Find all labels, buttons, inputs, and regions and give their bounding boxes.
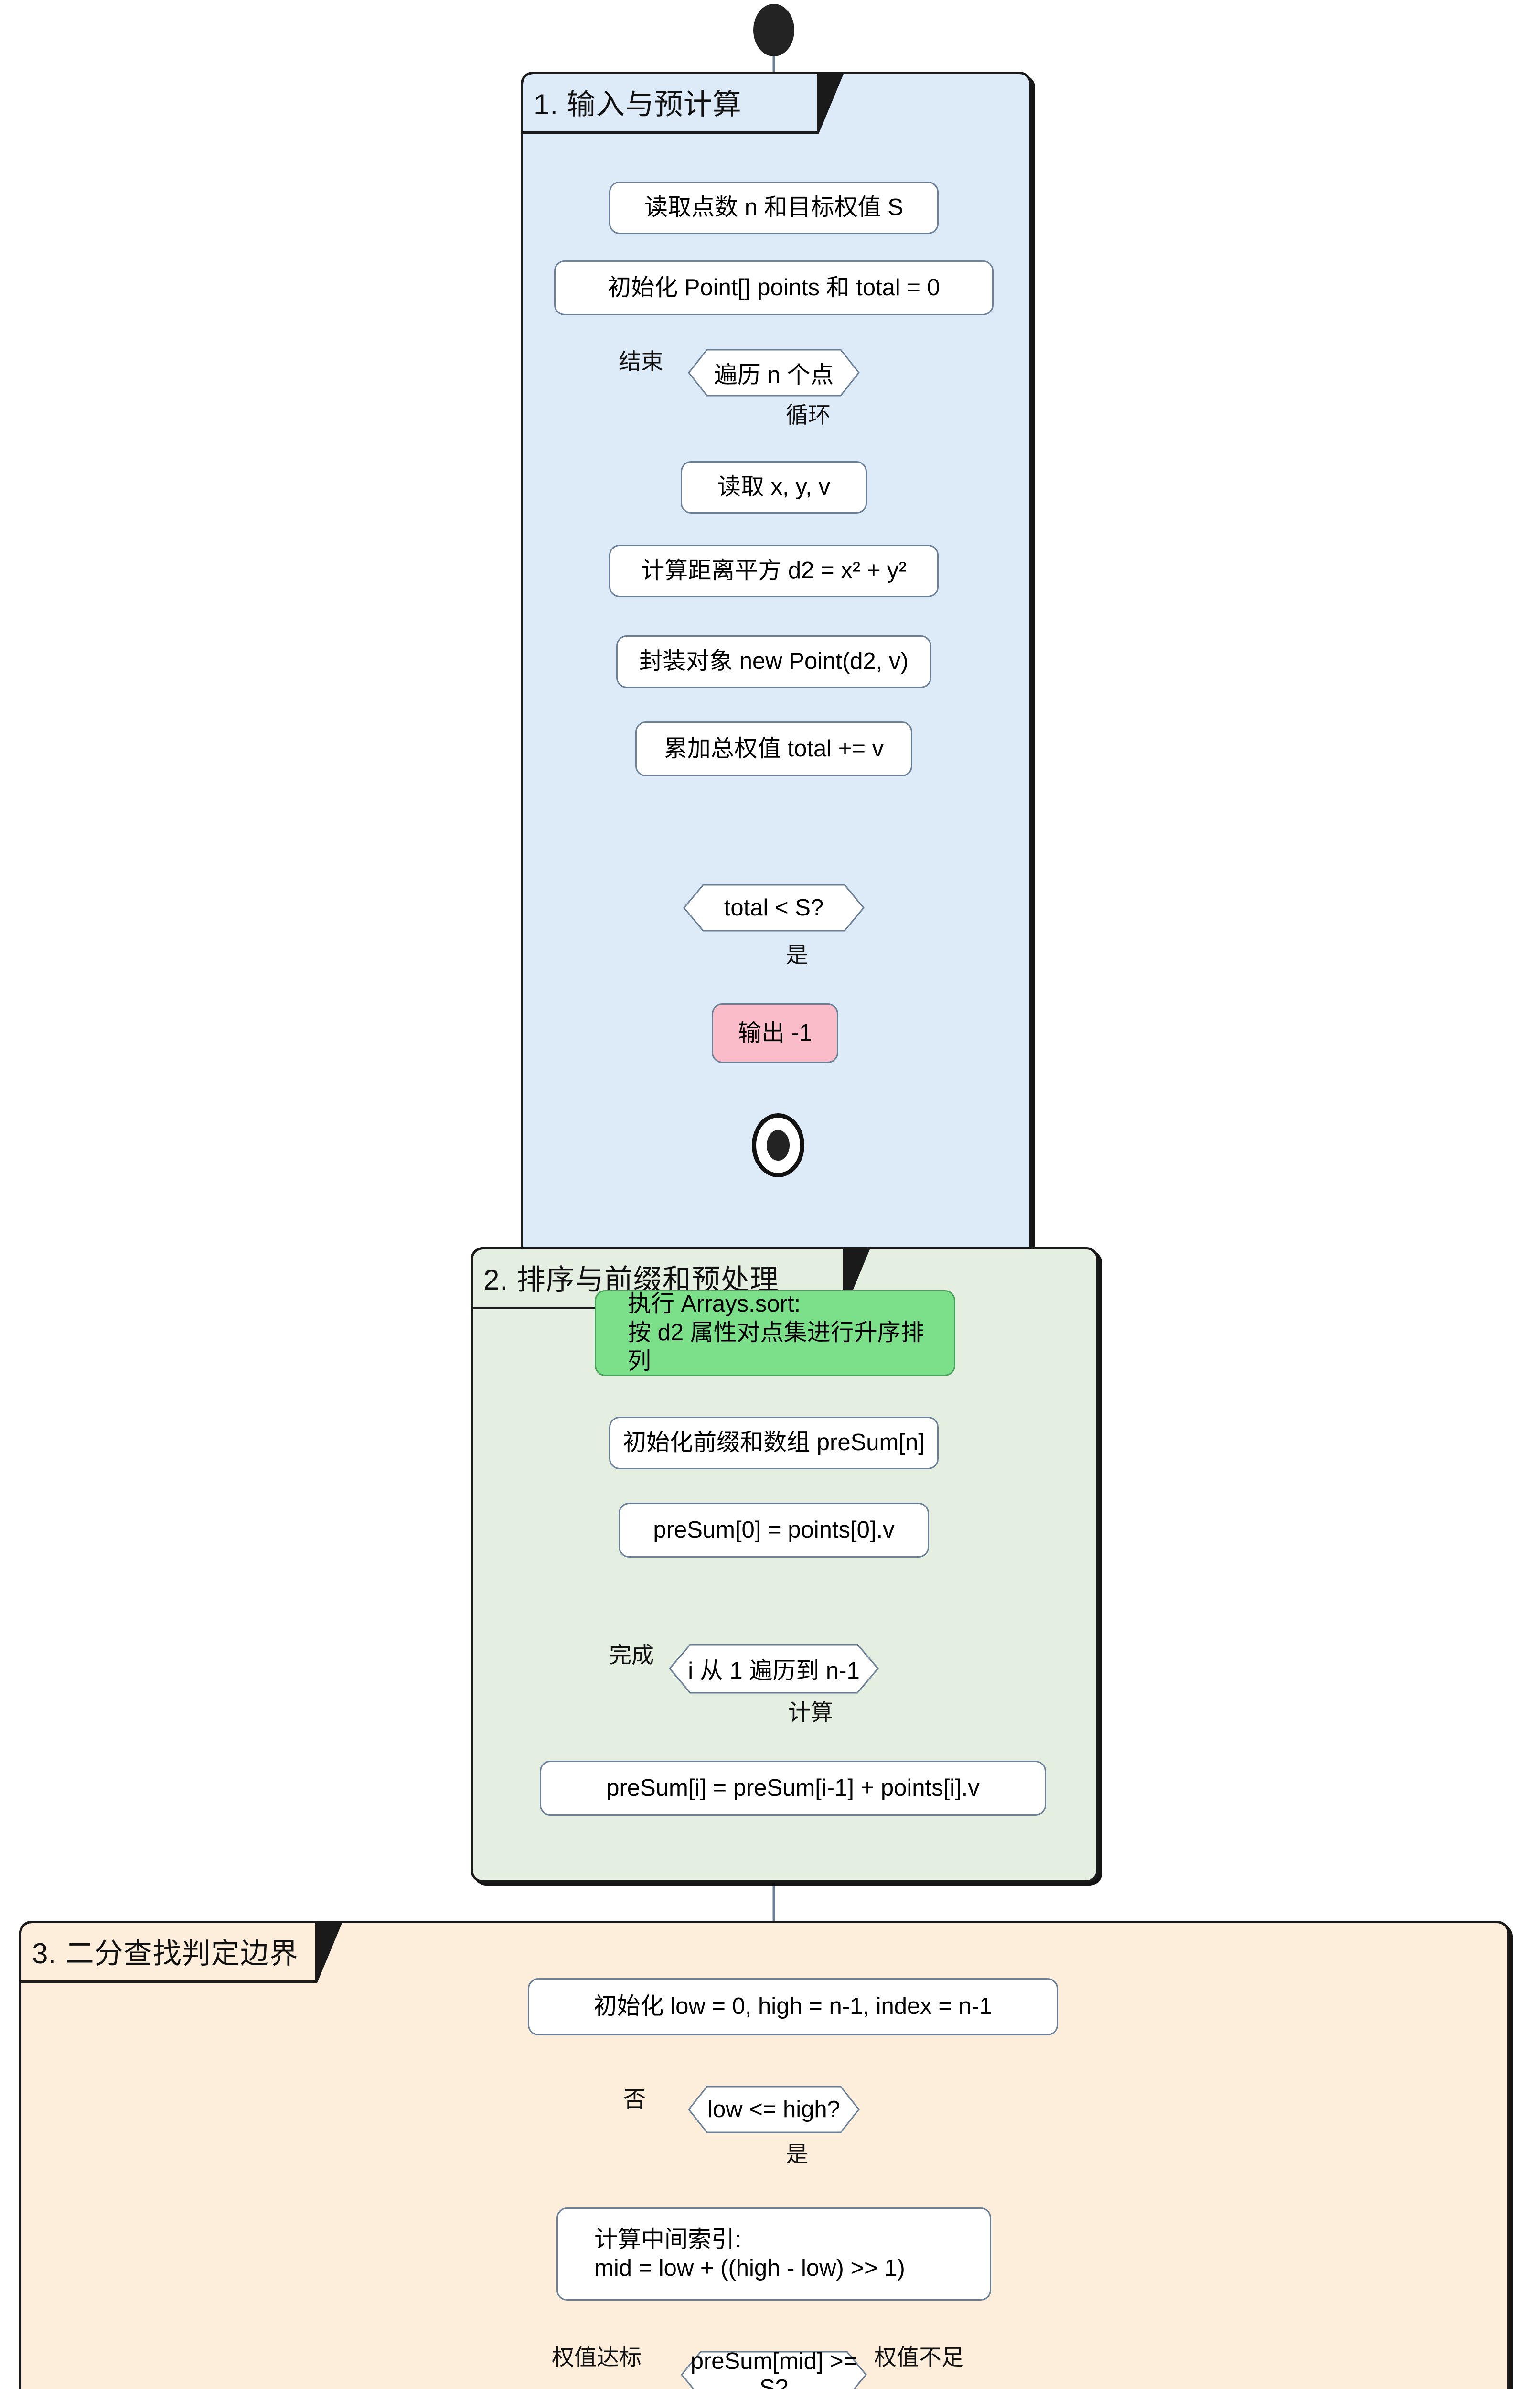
node-init-low-high-index: 初始化 low = 0, high = n-1, index = n-1 <box>528 1978 1058 2035</box>
edge-label-yes-binary: 是 <box>786 2141 808 2167</box>
node-loop-i: i 从 1 遍历到 n-1 <box>669 1644 879 1694</box>
node-arrays-sort-line1: 执行 Arrays.sort: <box>628 1291 801 1317</box>
node-init-points-total: 初始化 Point[] points 和 total = 0 <box>554 260 994 315</box>
edge-label-weight-short: 权值不足 <box>874 2345 964 2370</box>
node-presum-recurrence: preSum[i] = preSum[i-1] + points[i].v <box>540 1761 1046 1816</box>
node-arrays-sort-line2: 按 d2 属性对点集进行升序排列 <box>628 1320 924 1374</box>
node-accumulate-total: 累加总权值 total += v <box>635 721 912 776</box>
node-new-point: 封装对象 new Point(d2, v) <box>616 635 931 688</box>
node-calc-d2: 计算距离平方 d2 = x² + y² <box>609 545 939 597</box>
edge-label-loop: 循环 <box>786 402 831 428</box>
node-read-x-y-v: 读取 x, y, v <box>681 461 867 514</box>
edge-label-end: 结束 <box>619 349 663 374</box>
node-low-le-high: low <= high? <box>688 2086 860 2133</box>
node-read-n-s: 读取点数 n 和目标权值 S <box>609 182 939 234</box>
node-init-presum: 初始化前缀和数组 preSum[n] <box>609 1417 939 1469</box>
edge-label-weight-ok: 权值达标 <box>552 2345 642 2370</box>
node-compute-mid-line2: mid = low + ((high - low) >> 1) <box>594 2255 905 2281</box>
end-node-early-exit <box>752 1113 804 1177</box>
edge-label-yes-total: 是 <box>786 942 808 968</box>
edge-label-no: 否 <box>623 2087 646 2112</box>
start-node <box>753 4 794 56</box>
group-1-label: 1. 输入与预计算 <box>534 88 742 120</box>
node-output-minus-one: 输出 -1 <box>712 1003 838 1063</box>
node-compute-mid-line1: 计算中间索引: <box>594 2226 741 2252</box>
node-presum-zero: preSum[0] = points[0].v <box>619 1503 929 1558</box>
group-3-label: 3. 二分查找判定边界 <box>32 1937 299 1969</box>
node-arrays-sort: 执行 Arrays.sort: 按 d2 属性对点集进行升序排列 <box>595 1290 955 1376</box>
node-loop-n-points: 遍历 n 个点 <box>688 349 860 397</box>
node-compute-mid: 计算中间索引: mid = low + ((high - low) >> 1) <box>556 2207 991 2301</box>
node-total-lt-s: total < S? <box>683 884 865 932</box>
edge-label-compute: 计算 <box>788 1700 833 1725</box>
node-presum-mid-ge-s: preSum[mid] >= S? <box>681 2348 867 2389</box>
group-1-tab: 1. 输入与预计算 <box>521 72 845 134</box>
group-3-tab: 3. 二分查找判定边界 <box>19 1921 343 1983</box>
edge-label-done: 完成 <box>609 1642 654 1668</box>
